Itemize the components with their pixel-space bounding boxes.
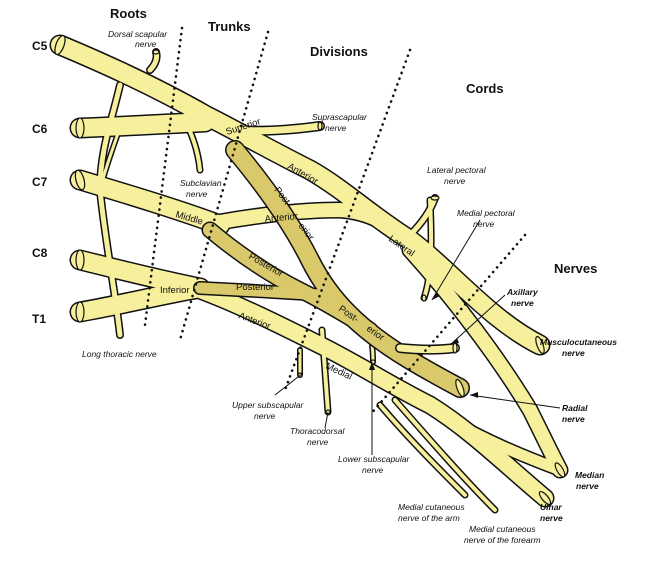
terminal-median-1: Median	[575, 470, 604, 480]
header-roots: Roots	[110, 6, 147, 21]
header-trunks: Trunks	[208, 19, 251, 34]
terminal-radial-1: Radial	[562, 403, 588, 413]
label-lower-subscapular-1: Lower subscapular	[338, 454, 411, 464]
terminal-axillary-2: nerve	[511, 298, 534, 308]
label-long-thoracic: Long thoracic nerve	[82, 349, 157, 359]
label-medial-cut-arm-2: nerve of the arm	[398, 513, 460, 523]
label-suprascapular-1: Suprascapular	[312, 112, 368, 122]
terminal-ulnar-2: nerve	[540, 513, 563, 523]
posterior-cord-group	[193, 140, 470, 398]
terminal-musculocutaneous-2: nerve	[562, 348, 585, 358]
terminal-ulnar-1: Ulnar	[540, 502, 562, 512]
label-medial-cut-forearm-2: nerve of the forearm	[464, 535, 541, 545]
root-label-c8: C8	[32, 246, 48, 260]
label-subclavian-2: nerve	[186, 189, 208, 199]
label-subclavian-1: Subclavian	[180, 178, 222, 188]
root-label-c6: C6	[32, 122, 48, 136]
label-dorsal-scapular-1: Dorsal scapular	[108, 29, 168, 39]
label-thoracodorsal-2: nerve	[307, 437, 329, 447]
root-label-c7: C7	[32, 175, 48, 189]
label-dorsal-scapular-2: nerve	[135, 39, 157, 49]
nerve-ends	[54, 34, 566, 506]
label-upper-subscapular-2: nerve	[254, 411, 276, 421]
terminal-musculocutaneous-1: Musculocutaneous	[540, 337, 617, 347]
segment-inferior: Inferior	[160, 285, 190, 296]
header-nerves: Nerves	[554, 261, 597, 276]
label-medial-pectoral-2: nerve	[473, 219, 495, 229]
root-label-c5: C5	[32, 39, 48, 53]
label-medial-pectoral-1: Medial pectoral	[457, 208, 516, 218]
label-upper-subscapular-1: Upper subscapular	[232, 400, 305, 410]
boundary-lines	[143, 26, 527, 417]
label-suprascapular-2: nerve	[325, 123, 347, 133]
nerve-paths	[49, 34, 569, 514]
label-lateral-pectoral-1: Lateral pectoral	[427, 165, 487, 175]
terminal-axillary-1: Axillary	[506, 287, 539, 297]
terminal-median-2: nerve	[576, 481, 599, 491]
label-medial-cut-arm-1: Medial cutaneous	[398, 502, 465, 512]
label-lower-subscapular-2: nerve	[362, 465, 384, 475]
header-cords: Cords	[466, 81, 504, 96]
root-label-t1: T1	[32, 312, 46, 326]
segment-posterior-inferior: Posterior	[236, 282, 274, 293]
terminal-radial-2: nerve	[562, 414, 585, 424]
label-thoracodorsal-1: Thoracodorsal	[290, 426, 345, 436]
segment-anterior-middle: Anterior	[264, 211, 298, 225]
annotation-lines	[274, 219, 561, 455]
label-medial-cut-forearm-1: Medial cutaneous	[469, 524, 536, 534]
header-divisions: Divisions	[310, 44, 368, 59]
label-lateral-pectoral-2: nerve	[444, 176, 466, 186]
